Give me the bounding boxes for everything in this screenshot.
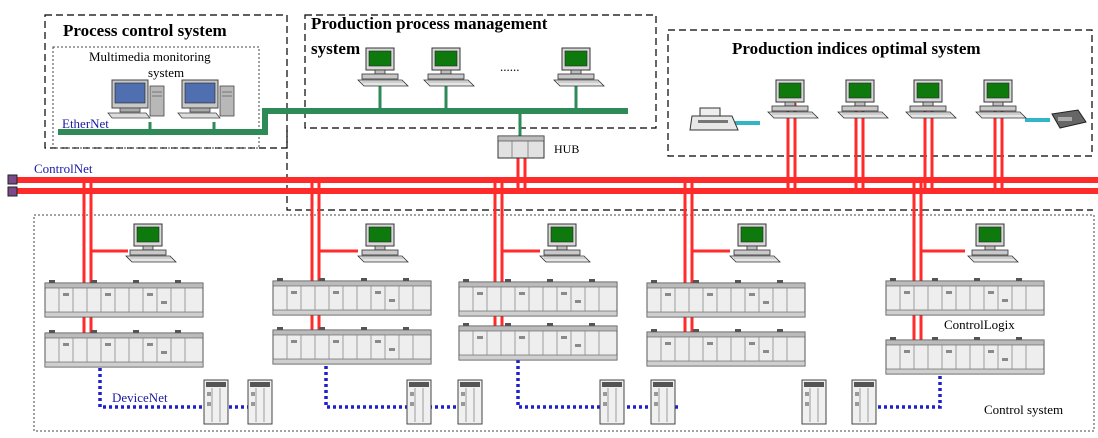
hub-label: HUB	[554, 142, 580, 156]
io-module-icon	[406, 379, 432, 425]
control-region-boundary	[286, 130, 1093, 211]
workstation-icon	[967, 223, 1019, 263]
workstation-icon	[729, 223, 781, 263]
multimedia-boundary	[52, 46, 260, 149]
io-module-icon	[801, 379, 827, 425]
multimedia-monitoring-label: Multimedia monitoring	[89, 49, 211, 64]
io-module-icon	[851, 379, 877, 425]
plc-rack-icon	[272, 277, 432, 316]
io-module-icon	[203, 379, 229, 425]
plc-rack-icon	[885, 336, 1045, 375]
ethernet-label: EtherNet	[62, 116, 109, 131]
devicenet-label: DeviceNet	[112, 390, 168, 405]
workstation-icon	[423, 47, 475, 87]
network-terminator-icon	[7, 174, 18, 197]
plc-rack-icon	[646, 279, 806, 318]
plc-rack-icon	[458, 278, 618, 317]
devicenet-bus	[98, 360, 942, 409]
production-indices-title: Production indices optimal system	[732, 39, 981, 58]
controlnet-label: ControlNet	[34, 161, 93, 176]
io-module-icon	[599, 379, 625, 425]
workstation-icon	[357, 47, 409, 87]
workstation-icon	[975, 79, 1027, 119]
workstation-icon	[357, 223, 409, 263]
production-management-title: Production process management	[311, 14, 548, 33]
io-module-icon	[650, 379, 676, 425]
plc-rack-icon	[458, 322, 618, 361]
plc-rack-icon	[646, 328, 806, 367]
more-workstations-ellipsis: ......	[500, 59, 520, 74]
plc-rack-icon	[44, 279, 204, 318]
multimedia-monitoring-label-line2: system	[148, 65, 185, 80]
controllogix-label: ControlLogix	[944, 317, 1015, 332]
plc-rack-icon	[885, 277, 1045, 316]
production-management-boundary	[304, 14, 657, 129]
workstation-icon	[107, 79, 165, 119]
plc-rack-icon	[44, 329, 204, 368]
control-system-boundary	[33, 214, 1095, 432]
workstation-icon	[177, 79, 235, 119]
workstation-icon	[767, 79, 819, 119]
workstation-icon	[125, 223, 177, 263]
plc-rack-icon	[272, 326, 432, 365]
workstation-icon	[905, 79, 957, 119]
printer-icon	[689, 107, 739, 131]
workstation-icon	[539, 223, 591, 263]
hub-icon	[497, 135, 545, 159]
io-module-icon	[457, 379, 483, 425]
workstation-icon	[553, 47, 605, 87]
scanner-icon	[1051, 109, 1087, 129]
control-system-label: Control system	[984, 402, 1064, 417]
process-control-system-title: Process control system	[63, 21, 227, 40]
io-module-icon	[247, 379, 273, 425]
workstation-icon	[837, 79, 889, 119]
production-management-title-line2: system	[311, 39, 361, 58]
production-indices-boundary	[667, 29, 1093, 157]
